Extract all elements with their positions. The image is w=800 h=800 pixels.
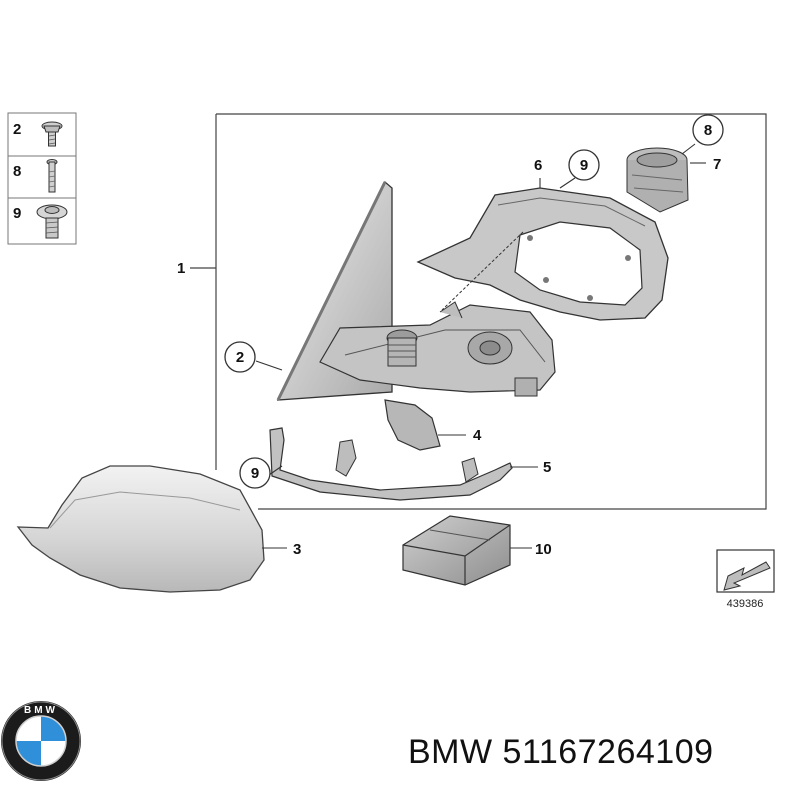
leader-lines <box>255 143 706 549</box>
callout-4: 4 <box>473 427 482 444</box>
package-box <box>402 515 511 586</box>
callout-circle <box>239 457 271 489</box>
bolt-icon <box>46 159 58 193</box>
logo-lettering: BMW <box>24 705 58 716</box>
flange-screw-icon <box>36 204 68 239</box>
assembly-frame <box>190 113 767 510</box>
part-number-title: BMW 51167264109 <box>408 733 714 771</box>
callout-5: 5 <box>543 459 551 476</box>
callout-9-top: 9 <box>580 157 588 174</box>
parts-table-number: 2 <box>13 121 21 138</box>
callout-8: 8 <box>704 122 712 139</box>
callout-7: 7 <box>713 156 721 173</box>
trim-strip <box>269 427 513 501</box>
callout-circle <box>692 114 724 146</box>
callout-1: 1 <box>177 260 185 277</box>
bmw-logo: BMW <box>1 701 81 781</box>
parts-table-number: 8 <box>13 163 21 180</box>
mirror-base-assembly <box>319 301 556 397</box>
reference-number: 439386 <box>727 598 764 610</box>
parts-table: 2 8 9 <box>7 112 77 245</box>
callout-2: 2 <box>236 349 244 366</box>
bracket-part <box>384 399 441 451</box>
callout-circle <box>568 149 600 181</box>
callout-circle <box>224 341 256 373</box>
parts-table-number: 9 <box>13 205 21 222</box>
mirror-housing <box>416 187 669 321</box>
callout-3: 3 <box>293 541 301 558</box>
mirror-cover <box>16 465 265 593</box>
screw-icon <box>41 121 63 147</box>
callout-9-bottom: 9 <box>251 465 259 482</box>
turn-signal-module <box>626 147 689 213</box>
callout-labels: 1 2 3 4 5 6 9 7 8 9 10 <box>177 114 724 558</box>
reference-symbol: 439386 <box>716 549 775 610</box>
callout-10: 10 <box>535 541 552 558</box>
callout-6: 6 <box>534 157 542 174</box>
